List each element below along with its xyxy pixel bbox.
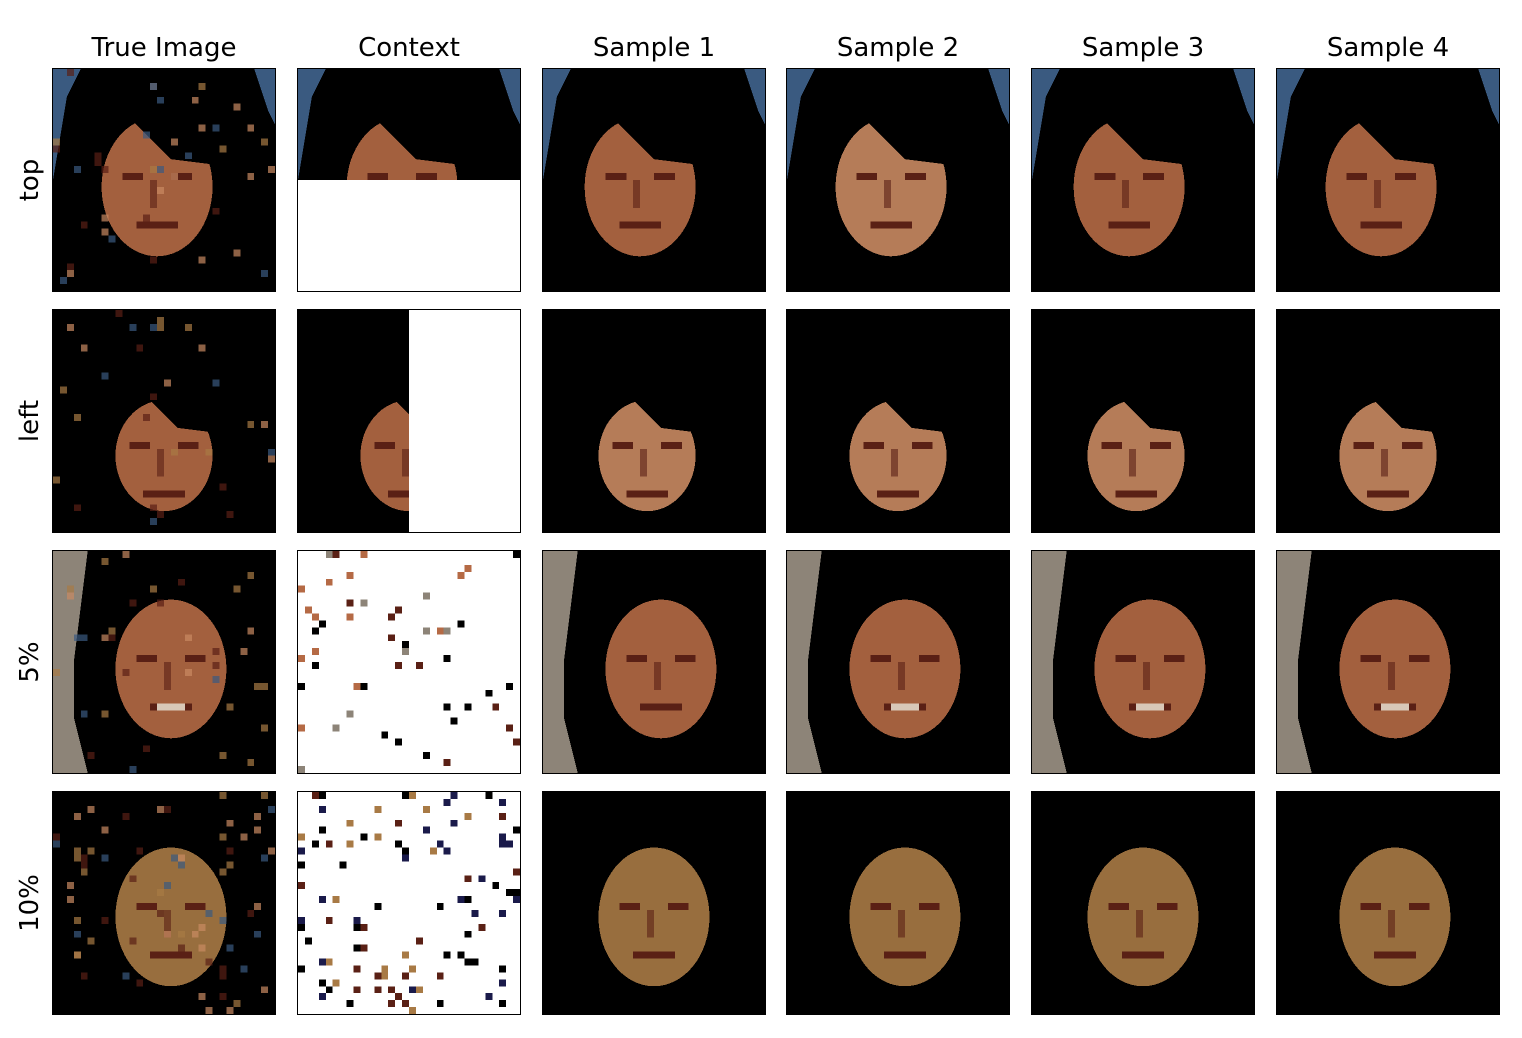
face-image — [53, 551, 275, 773]
image-top-sample-3 — [1031, 68, 1255, 292]
face-image — [543, 792, 765, 1014]
image-top-sample-4 — [1276, 68, 1500, 292]
face-image — [787, 551, 1009, 773]
row-label-left: left — [15, 399, 45, 443]
image-left-sample-1 — [542, 309, 766, 533]
image-10-percent-true-image — [52, 791, 276, 1015]
column-header-sample-2: Sample 2 — [836, 33, 960, 63]
column-header-sample-1: Sample 1 — [592, 33, 716, 63]
row-label-top: top — [15, 158, 45, 202]
face-image — [298, 792, 520, 1014]
column-header-sample-4: Sample 4 — [1326, 33, 1450, 63]
image-top-sample-1 — [542, 68, 766, 292]
face-image — [787, 310, 1009, 532]
image-5-percent-sample-1 — [542, 550, 766, 774]
image-10-percent-sample-3 — [1031, 791, 1255, 1015]
column-header-context: Context — [358, 33, 460, 63]
face-image — [543, 69, 765, 291]
face-image — [298, 551, 520, 773]
face-image — [1032, 310, 1254, 532]
face-image — [53, 69, 275, 291]
face-image — [298, 310, 520, 532]
face-image — [53, 310, 275, 532]
image-left-true-image — [52, 309, 276, 533]
face-image — [1032, 792, 1254, 1014]
image-left-sample-3 — [1031, 309, 1255, 533]
column-header-sample-3: Sample 3 — [1081, 33, 1205, 63]
face-image — [1032, 69, 1254, 291]
image-left-sample-4 — [1276, 309, 1500, 533]
row-label-10-percent: 10% — [15, 874, 45, 932]
face-image — [1277, 792, 1499, 1014]
image-5-percent-sample-3 — [1031, 550, 1255, 774]
face-image — [1032, 551, 1254, 773]
face-image — [543, 551, 765, 773]
image-left-sample-2 — [786, 309, 1010, 533]
face-image — [787, 792, 1009, 1014]
image-top-sample-2 — [786, 68, 1010, 292]
image-top-context — [297, 68, 521, 292]
face-image — [1277, 69, 1499, 291]
image-top-true-image — [52, 68, 276, 292]
face-image — [543, 310, 765, 532]
image-5-percent-sample-2 — [786, 550, 1010, 774]
face-image — [787, 69, 1009, 291]
image-5-percent-true-image — [52, 550, 276, 774]
image-5-percent-context — [297, 550, 521, 774]
row-label-5-percent: 5% — [15, 641, 45, 683]
column-header-true-image: True Image — [91, 33, 237, 63]
image-10-percent-sample-4 — [1276, 791, 1500, 1015]
image-10-percent-sample-1 — [542, 791, 766, 1015]
image-left-context — [297, 309, 521, 533]
face-image — [1277, 310, 1499, 532]
face-image — [53, 792, 275, 1014]
image-10-percent-sample-2 — [786, 791, 1010, 1015]
face-image — [298, 69, 520, 291]
face-image — [1277, 551, 1499, 773]
image-5-percent-sample-4 — [1276, 550, 1500, 774]
image-10-percent-context — [297, 791, 521, 1015]
